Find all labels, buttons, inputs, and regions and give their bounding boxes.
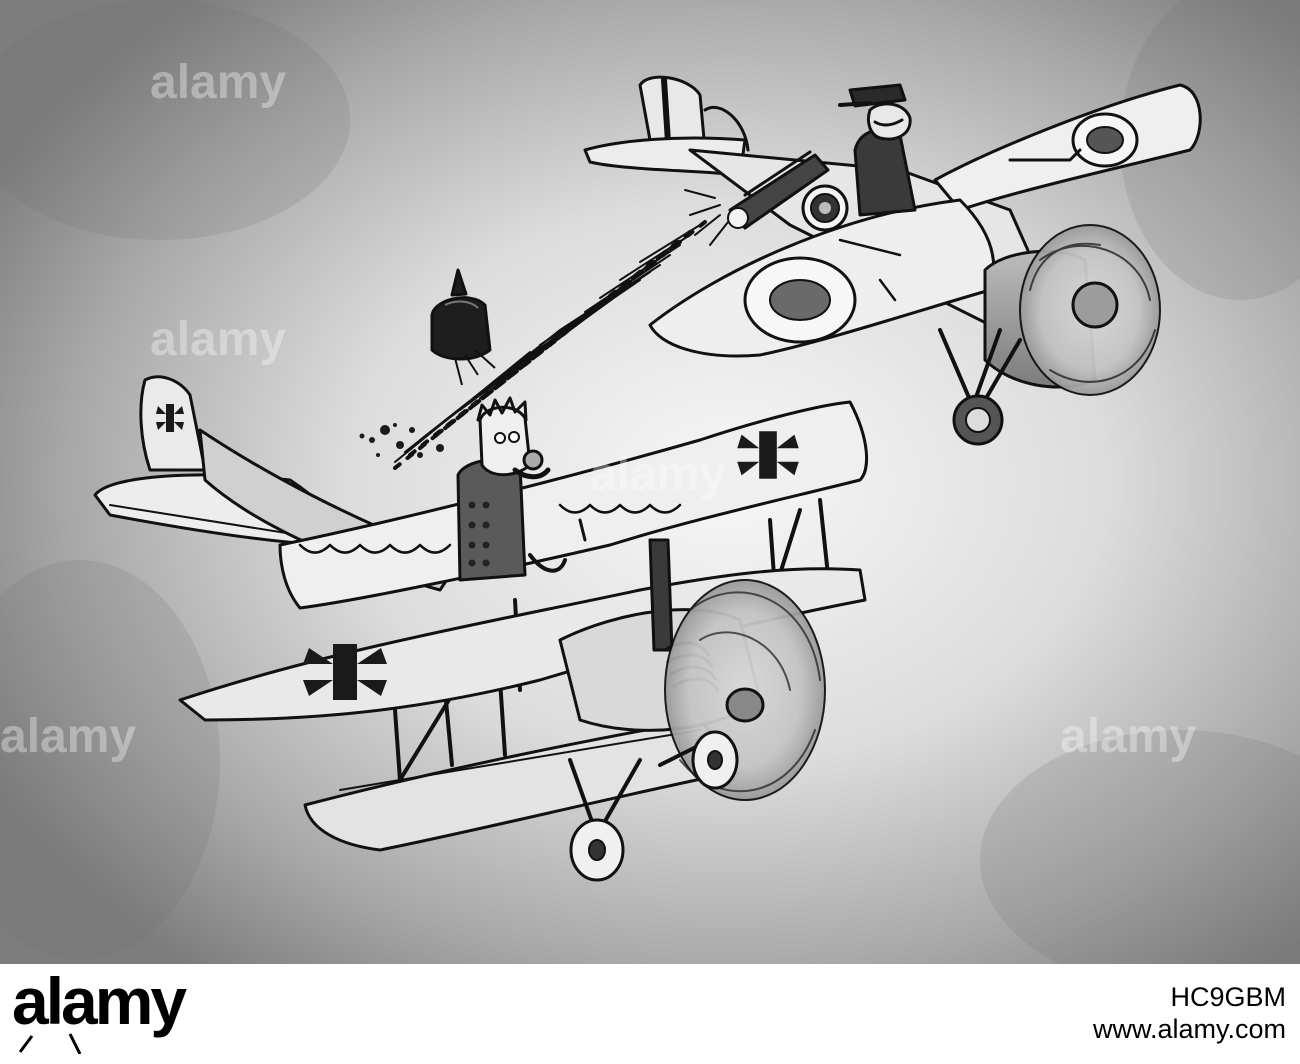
french-machine-gun [727, 150, 830, 230]
german-landing-gear [568, 743, 702, 832]
french-pilot [838, 83, 917, 217]
pickelhaube-helmet [430, 268, 496, 386]
german-wheel-left [569, 818, 625, 882]
german-upper-wing [278, 400, 869, 610]
watermark-text: alamy [0, 710, 136, 763]
artwork: alamy alamy alamy alamy alamy [0, 0, 1300, 964]
bullet-stream [393, 189, 729, 470]
splatter [359, 423, 444, 458]
french-rudder [638, 75, 707, 152]
watermark-text: alamy [150, 56, 286, 109]
alamy-logo-icon: alamy [10, 964, 240, 1064]
watermark-text: alamy [1060, 710, 1196, 763]
german-pilot [456, 396, 587, 582]
german-pilot-nose [522, 449, 544, 471]
watermark-text: alamy [590, 448, 726, 501]
image-watermarks: alamy alamy alamy alamy alamy [0, 56, 1196, 763]
german-spinner [725, 687, 765, 723]
iron-cross-icon [737, 431, 799, 479]
french-wheel [952, 394, 1004, 446]
german-exhaust [648, 538, 674, 652]
credit-site-url[interactable]: www.alamy.com [1092, 1014, 1286, 1044]
french-spinner [1071, 281, 1119, 329]
sky-texture [0, 0, 1300, 964]
roundel-icon [801, 184, 849, 232]
brand-wordmark: alamy [12, 968, 187, 1038]
french-landing-gear [938, 328, 1022, 402]
roundel-icon [743, 256, 857, 344]
french-monoplane [583, 75, 1202, 446]
credit-bar [0, 964, 1300, 1054]
image-credit: HC9GBM www.alamy.com [1093, 980, 1286, 1044]
french-wing-right [933, 83, 1202, 212]
iron-cross-icon [156, 404, 184, 432]
german-wheel-right [691, 730, 739, 790]
image-id: HC9GBM [1170, 982, 1286, 1012]
iron-cross-icon [303, 644, 387, 700]
watermark-text: alamy [150, 313, 286, 366]
roundel-icon [1071, 112, 1139, 168]
german-biplane [93, 375, 869, 882]
